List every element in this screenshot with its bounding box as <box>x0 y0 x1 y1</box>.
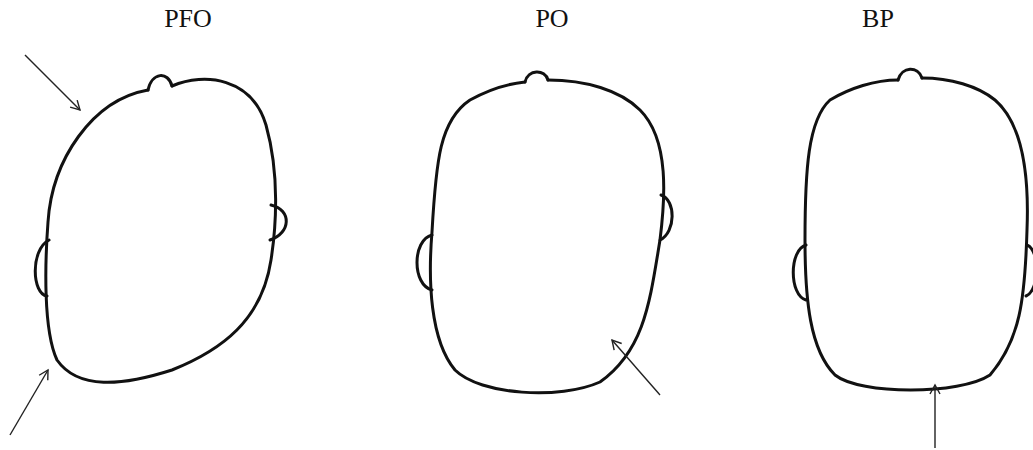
pressure-arrow <box>25 55 80 110</box>
head-outline-pfo <box>35 76 286 383</box>
pressure-arrow <box>10 370 48 435</box>
pattern-label: PFO <box>164 5 212 34</box>
head-outline-po <box>417 72 672 393</box>
pattern-label: BP <box>862 5 894 34</box>
pressure-arrow <box>934 385 935 448</box>
head-outline-bp <box>793 69 1033 390</box>
pressure-arrow <box>612 340 660 395</box>
pattern-label: PO <box>535 5 568 34</box>
